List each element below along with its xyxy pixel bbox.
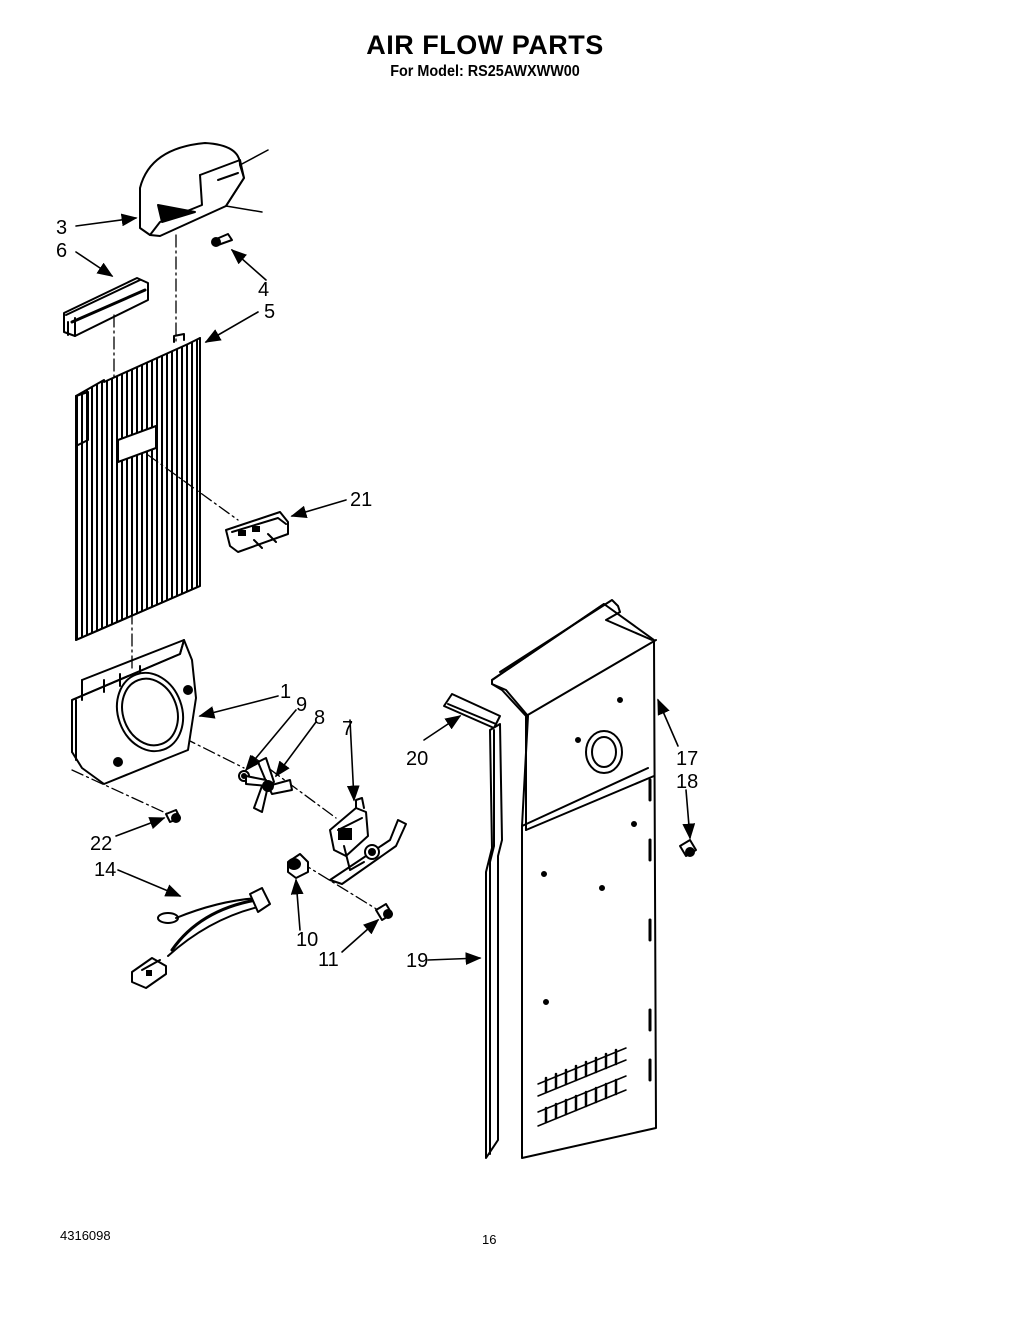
callout-21: 21 [350,489,372,511]
leader-14 [117,869,182,897]
callout-10: 10 [296,929,318,951]
leader-8 [275,721,317,778]
page-number: 16 [482,1232,497,1247]
callout-11: 11 [318,949,339,971]
leader-18 [682,789,696,840]
leader-7 [346,719,360,802]
part-17-rear-panel [491,599,657,1159]
callout-3: 3 [56,217,67,239]
leader-6 [75,251,114,277]
callout-1: 1 [280,681,291,703]
leader-lines [75,213,696,965]
leader-21 [290,499,347,519]
part-22-screw [165,809,181,823]
leader-5 [204,311,259,343]
leader-17 [657,698,679,747]
callout-labels: 3 6 4 5 21 1 9 8 7 22 14 10 11 20 17 18 … [56,217,698,972]
callout-6: 6 [56,240,67,262]
part-20-strip [443,693,501,729]
callout-14: 14 [94,859,116,881]
part-3-duct-cover [139,142,269,237]
leader-3 [75,213,138,227]
leader-9 [244,709,297,772]
leader-1 [198,695,279,719]
callout-4: 4 [258,279,269,301]
callout-20: 20 [406,748,428,770]
callout-7: 7 [342,718,353,740]
part-1-fan-shroud [71,639,197,785]
part-10-grommet [287,853,309,879]
part-7-fan-motor [329,797,407,885]
document-number: 4316098 [60,1228,111,1243]
part-19-channel [485,723,503,1159]
part-4-screw [211,233,233,247]
part-21-clip [225,511,289,553]
leader-4 [230,248,267,281]
part-11-screw [375,903,393,921]
callout-9: 9 [296,694,307,716]
page-title: AIR FLOW PARTS [366,30,604,60]
leader-11 [341,918,380,953]
callout-19: 19 [406,950,428,972]
leader-19 [427,952,482,965]
callout-5: 5 [264,301,275,323]
leader-22 [115,817,166,837]
part-14-wire-harness [131,887,271,989]
callout-8: 8 [314,707,325,729]
leader-20 [423,715,462,741]
part-6-grille [63,277,149,337]
part-5-evaporator-cover [75,333,201,641]
part-8-fan-blade [245,757,293,813]
callout-17: 17 [676,748,698,770]
callout-22: 22 [90,833,112,855]
leader-10 [290,878,304,931]
model-subtitle: For Model: RS25AWXWW00 [390,63,580,80]
part-18-screw [679,839,697,857]
callout-18: 18 [676,771,698,793]
